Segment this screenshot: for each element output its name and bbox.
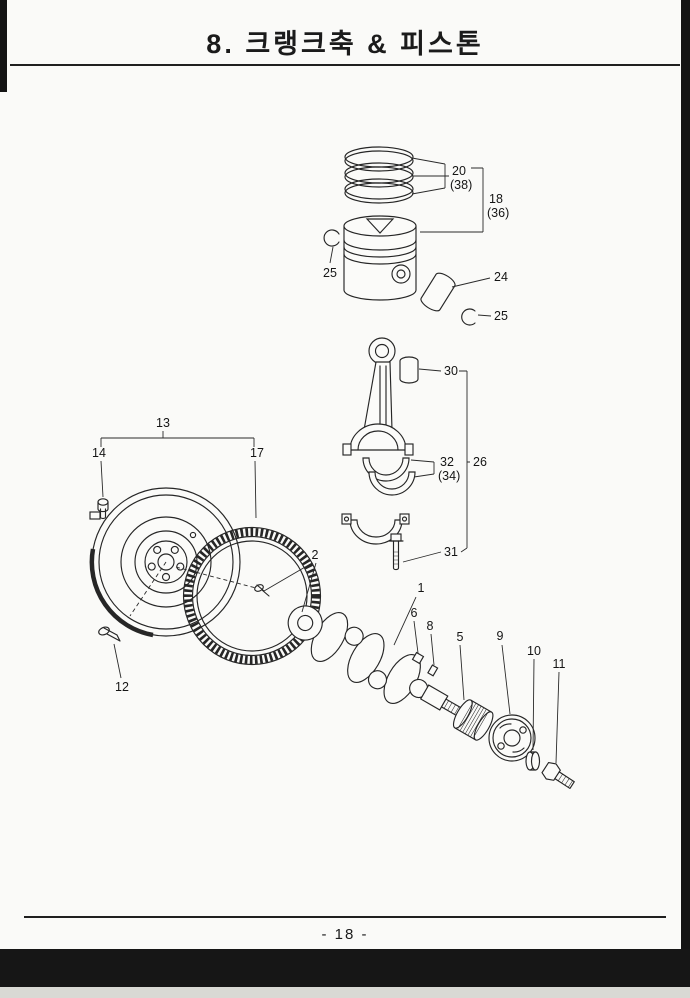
- header-rule: [10, 64, 680, 66]
- callout-leader-lines: [100, 157, 560, 764]
- connecting-rod: [342, 337, 414, 456]
- callout-11: 11: [553, 657, 566, 671]
- callout-31: 31: [444, 545, 458, 559]
- callout-8: 8: [427, 619, 434, 633]
- callout-25-right: 25: [494, 309, 508, 323]
- piston-rings: [344, 146, 414, 204]
- callout-34: (34): [438, 469, 460, 483]
- crankshaft: [287, 605, 494, 741]
- flywheel: [89, 487, 257, 638]
- callout-5: 5: [457, 630, 464, 644]
- callout-14: 14: [92, 446, 106, 460]
- rod-bolt: [388, 533, 404, 571]
- callout-10: 10: [527, 644, 541, 658]
- hub-bolt: [541, 761, 575, 790]
- callout-9: 9: [497, 629, 504, 643]
- crank-key: [427, 664, 439, 677]
- callout-18: 18: [489, 192, 503, 206]
- bearing-shells: [362, 457, 416, 496]
- hub-washer: [525, 751, 541, 771]
- callout-26: 26: [473, 455, 487, 469]
- footer-rule: [24, 916, 666, 918]
- piston: [343, 215, 417, 301]
- crank-gear: [452, 699, 494, 741]
- callout-12: 12: [115, 680, 129, 694]
- callout-32: 32: [440, 455, 454, 469]
- callout-20: 20: [452, 164, 466, 178]
- page-number: - 18 -: [321, 926, 369, 943]
- scan-artifact-right: [681, 0, 690, 998]
- bearing-cap: [341, 513, 410, 545]
- crank-spacer: [411, 651, 425, 665]
- snap-ring-right: [461, 308, 476, 326]
- scan-artifact-bottom-light: [0, 987, 690, 998]
- page-title: 8. 크랭크축 & 피스톤: [206, 29, 484, 59]
- callout-2: 2: [312, 548, 319, 562]
- flywheel-bolt: [97, 498, 109, 520]
- scan-artifact-bottom: [0, 949, 690, 987]
- callout-6: 6: [411, 606, 418, 620]
- pulley-hub: [488, 714, 536, 762]
- callout-13: 13: [156, 416, 170, 430]
- callout-17: 17: [250, 446, 264, 460]
- callout-38: (38): [450, 178, 472, 192]
- snap-ring-left: [323, 229, 340, 247]
- callout-25-left: 25: [323, 266, 337, 280]
- scan-artifact-left: [0, 0, 7, 92]
- callout-1: 1: [418, 581, 425, 595]
- small-bolt: [254, 584, 270, 597]
- piston-pin: [420, 272, 456, 312]
- rod-bushing: [399, 356, 419, 384]
- callout-36: (36): [487, 206, 509, 220]
- callout-30: 30: [444, 364, 458, 378]
- callout-24: 24: [494, 270, 508, 284]
- dowel-bolt: [98, 626, 121, 642]
